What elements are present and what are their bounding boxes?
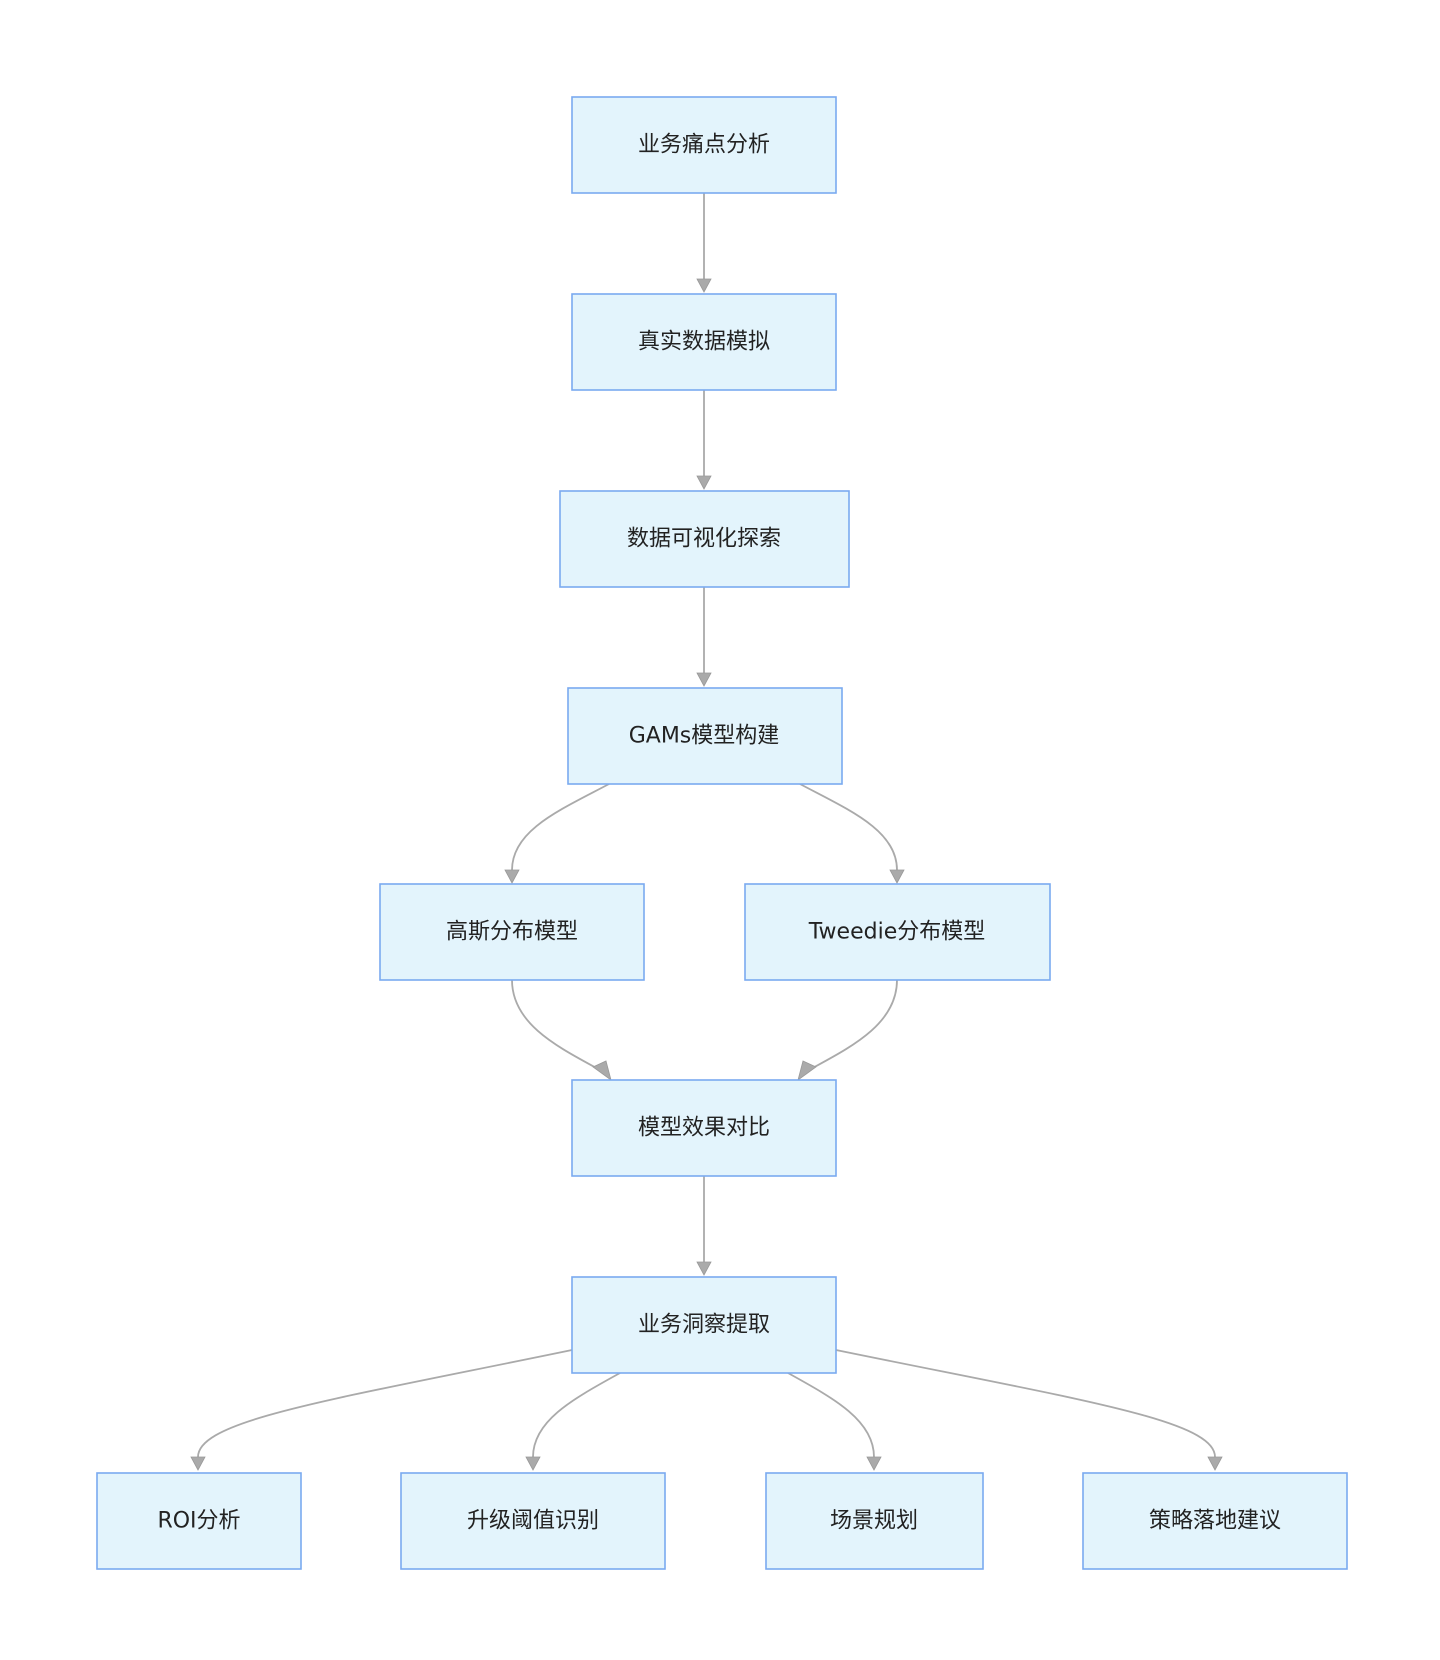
node-box xyxy=(744,883,1051,981)
node-gaussian-model[interactable]: 高斯分布模型 xyxy=(379,883,645,981)
node-label: 模型效果对比 xyxy=(638,1116,770,1141)
node-box xyxy=(571,293,837,391)
node-box xyxy=(379,883,645,981)
node-label: Tweedie分布模型 xyxy=(808,920,985,945)
node-gams-model-building[interactable]: GAMs模型构建 xyxy=(567,687,843,785)
node-tweedie-model[interactable]: Tweedie分布模型 xyxy=(744,883,1051,981)
node-label: 业务痛点分析 xyxy=(638,133,770,158)
node-box xyxy=(559,490,850,588)
flowchart-edges xyxy=(190,193,1223,1471)
arrowhead xyxy=(696,1261,712,1276)
node-label: 真实数据模拟 xyxy=(638,330,770,355)
arrowhead xyxy=(797,1060,817,1081)
node-box xyxy=(571,96,837,194)
node-box xyxy=(96,1472,302,1570)
node-label: GAMs模型构建 xyxy=(629,724,780,749)
node-data-visualization[interactable]: 数据可视化探索 xyxy=(559,490,850,588)
arrowhead xyxy=(592,1060,612,1081)
node-label: 数据可视化探索 xyxy=(627,527,781,552)
arrowhead xyxy=(1207,1456,1223,1471)
node-label: 场景规划 xyxy=(830,1509,918,1534)
arrowhead xyxy=(504,869,520,884)
node-real-data-simulation[interactable]: 真实数据模拟 xyxy=(571,293,837,391)
node-label: 业务洞察提取 xyxy=(638,1313,770,1338)
edge-insight-to-threshold xyxy=(532,1372,621,1458)
arrowhead xyxy=(525,1456,541,1471)
arrowhead xyxy=(889,869,905,884)
arrowhead xyxy=(696,672,712,687)
node-roi-analysis[interactable]: ROI分析 xyxy=(96,1472,302,1570)
node-box xyxy=(1082,1472,1348,1570)
node-label: 策略落地建议 xyxy=(1149,1509,1281,1534)
node-model-comparison[interactable]: 模型效果对比 xyxy=(571,1079,837,1177)
node-box xyxy=(765,1472,984,1570)
node-box xyxy=(571,1276,837,1374)
edge-tweedie-to-comparison xyxy=(808,979,898,1071)
node-pain-point-analysis[interactable]: 业务痛点分析 xyxy=(571,96,837,194)
arrowhead xyxy=(190,1456,206,1471)
node-label: 高斯分布模型 xyxy=(446,920,578,945)
node-upgrade-threshold[interactable]: 升级阈值识别 xyxy=(400,1472,666,1570)
node-business-insight[interactable]: 业务洞察提取 xyxy=(571,1276,837,1374)
node-scenario-planning[interactable]: 场景规划 xyxy=(765,1472,984,1570)
arrowhead xyxy=(696,475,712,490)
arrowhead xyxy=(696,278,712,293)
edge-insight-to-strategy xyxy=(835,1349,1216,1458)
node-strategy-recommendation[interactable]: 策略落地建议 xyxy=(1082,1472,1348,1570)
edge-insight-to-roi xyxy=(197,1349,573,1458)
edge-gams-to-gaussian xyxy=(511,783,610,871)
node-box xyxy=(400,1472,666,1570)
node-label: 升级阈值识别 xyxy=(467,1509,599,1534)
node-box xyxy=(571,1079,837,1177)
edge-gaussian-to-comparison xyxy=(511,979,601,1071)
arrowhead xyxy=(866,1456,882,1471)
node-label: ROI分析 xyxy=(157,1509,240,1534)
edge-gams-to-tweedie xyxy=(799,783,898,871)
flowchart-nodes: 业务痛点分析 真实数据模拟 数据可视化探索 GAMs模型构建 高斯分布模型 Tw… xyxy=(96,96,1348,1570)
edge-insight-to-scenario xyxy=(787,1372,875,1458)
node-box xyxy=(567,687,843,785)
